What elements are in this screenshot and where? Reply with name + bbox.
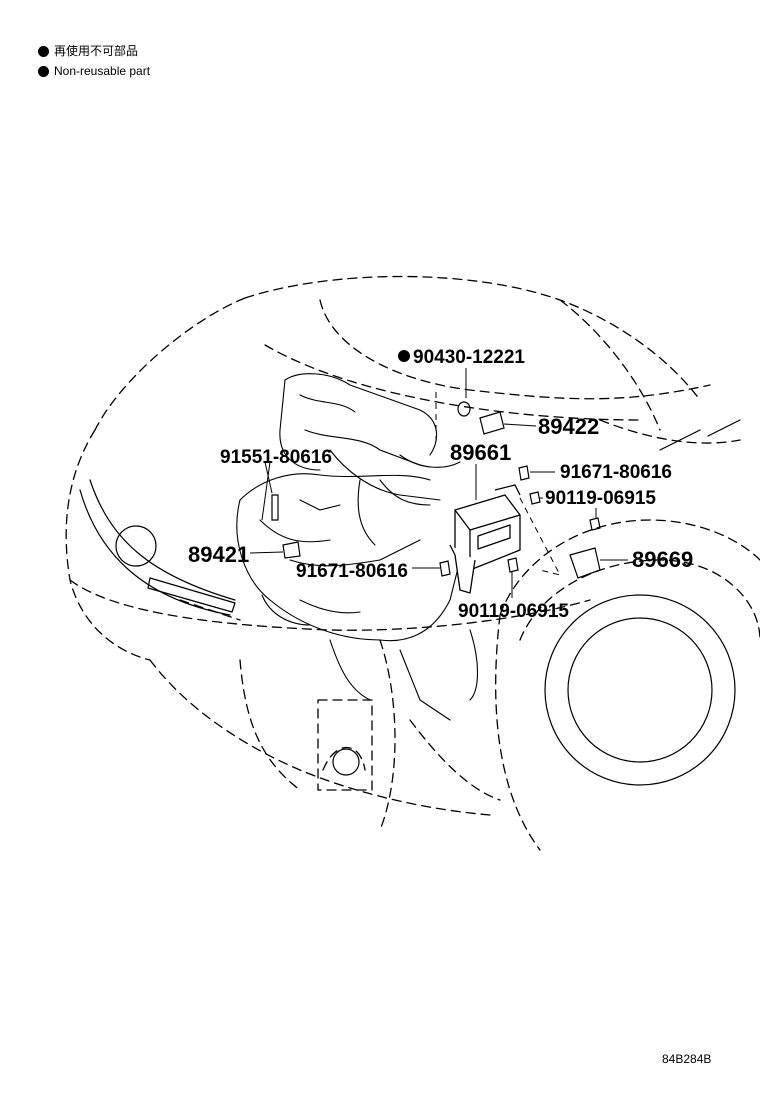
legend-non-reusable-en: Non-reusable part [38,64,150,78]
non-reusable-dot-icon [398,350,410,362]
vehicle-outline [65,275,760,851]
part-89422: 89422 [538,414,599,439]
leader-lines [249,368,628,598]
bolt-icon [271,494,279,521]
part-labels: 90430-12221 89422 89661 91551-80616 9167… [188,347,693,622]
bolt-icon [439,560,451,577]
legend-non-reusable-jp: 再使用不可部品 [38,44,138,58]
part-91671-80616-top: 91671-80616 [560,462,672,483]
part-90119-06915-bottom: 90119-06915 [458,601,569,622]
part-90430-12221: 90430-12221 [413,347,525,368]
part-89661: 89661 [450,440,511,465]
screw-icon [529,491,541,505]
vehicle-solid-lines [79,419,741,786]
part-91671-80616-bottom: 91671-80616 [296,561,408,582]
clip-icon [282,541,301,559]
screw-icon [507,557,519,573]
part-91551-80616: 91551-80616 [220,447,332,468]
sensor-icon [479,411,505,435]
part-90119-06915-top: 90119-06915 [545,488,656,509]
gasket-icon [457,401,471,417]
small-parts [271,401,601,579]
part-89421: 89421 [188,542,249,567]
part-89669: 89669 [632,547,693,572]
screw-icon [589,517,601,531]
filled-dot-icon [38,65,49,77]
ecu-module [449,484,521,594]
drawing-code: 84B284B [662,1052,712,1066]
legend-label-en: Non-reusable part [54,64,151,78]
bolt-icon [518,465,530,481]
engine-outline [236,373,478,721]
filled-dot-icon [38,45,49,57]
legend-label-jp: 再使用不可部品 [54,44,139,58]
bracket-icon [569,547,601,579]
